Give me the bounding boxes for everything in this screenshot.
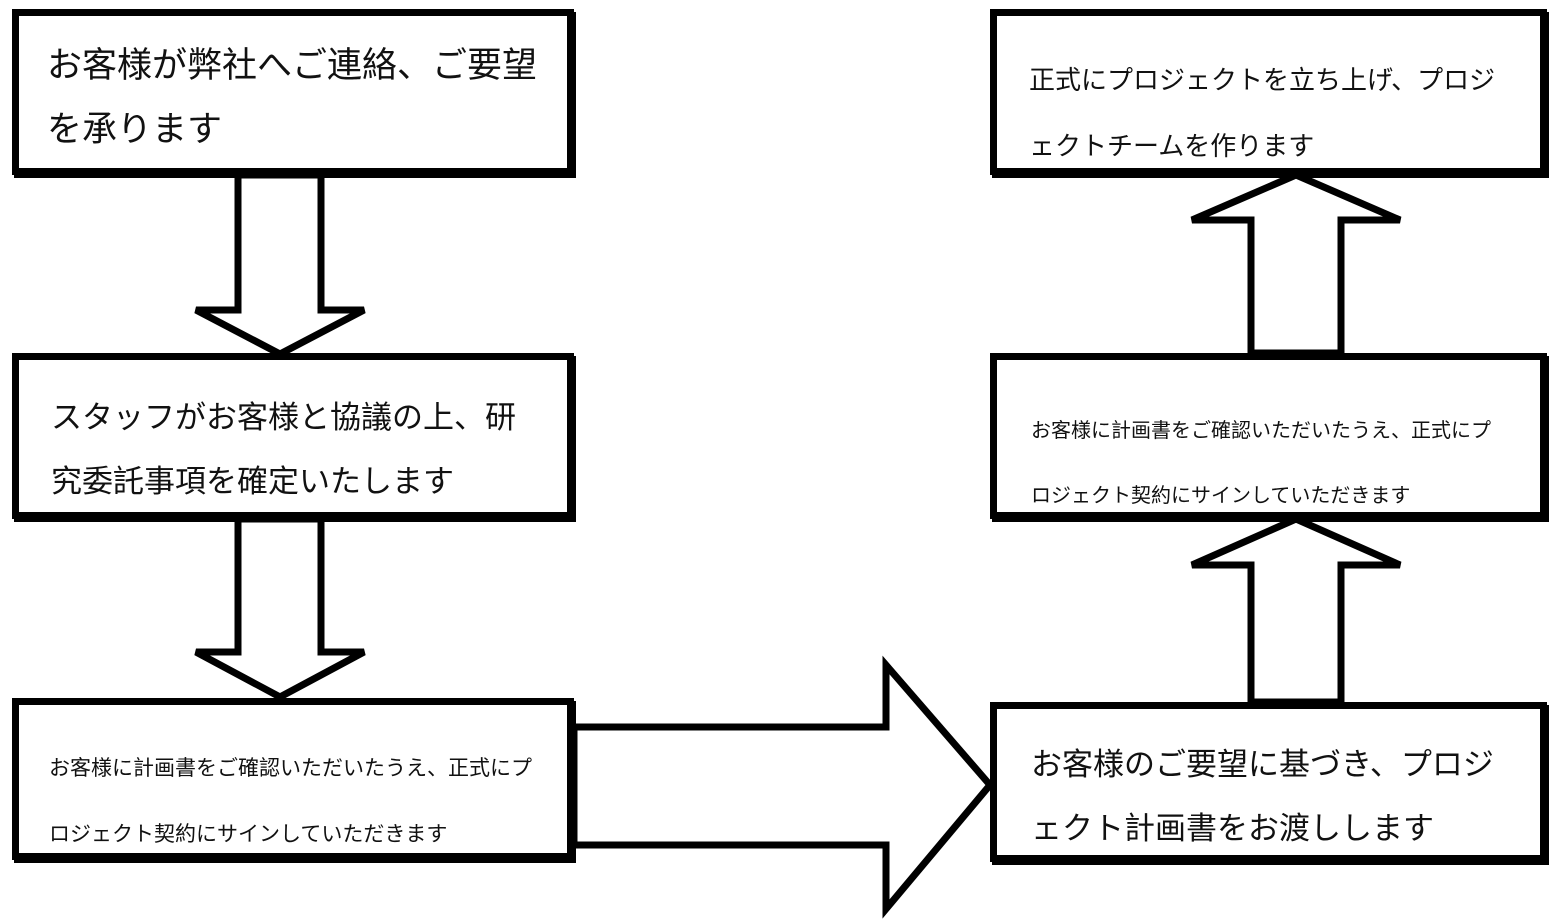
step-box-contact: お客様が弊社へご連絡、ご要望を承ります [12,9,574,175]
arrow-down-1 [194,171,366,358]
step-text: お客様が弊社へご連絡、ご要望を承ります [47,46,538,150]
step-box-discussion: スタッフがお客様と協議の上、研究委託事項を確定いたします [12,353,574,519]
step-box-contract: お客様に計画書をご確認いただいたうえ、正式にプロジェクト契約にサインしていただき… [12,698,574,860]
step-box-launch: 正式にプロジェクトを立ち上げ、プロジェクトチームを作ります [990,9,1547,175]
step-text: 正式にプロジェクトを立ち上げ、プロジェクトチームを作ります [1029,66,1496,162]
arrow-right [570,655,995,919]
arrow-down-2 [194,515,366,701]
step-box-plan: お客様のご要望に基づき、プロジェクト計画書をお渡しします [990,702,1547,862]
arrow-up-1 [1190,515,1402,706]
step-box-contract-confirm: お客様に計画書をご確認いただいたうえ、正式にプロジェクト契約にサインしていただき… [990,353,1547,519]
arrow-up-2 [1190,171,1402,357]
step-text: スタッフがお客様と協議の上、研究委託事項を確定いたします [51,400,516,500]
step-text: お客様に計画書をご確認いただいたうえ、正式にプロジェクト契約にサインしていただき… [1031,418,1491,507]
step-text: お客様のご要望に基づき、プロジェクト計画書をお渡しします [1031,747,1494,847]
step-text: お客様に計画書をご確認いただいたうえ、正式にプロジェクト契約にサインしていただき… [49,756,532,846]
